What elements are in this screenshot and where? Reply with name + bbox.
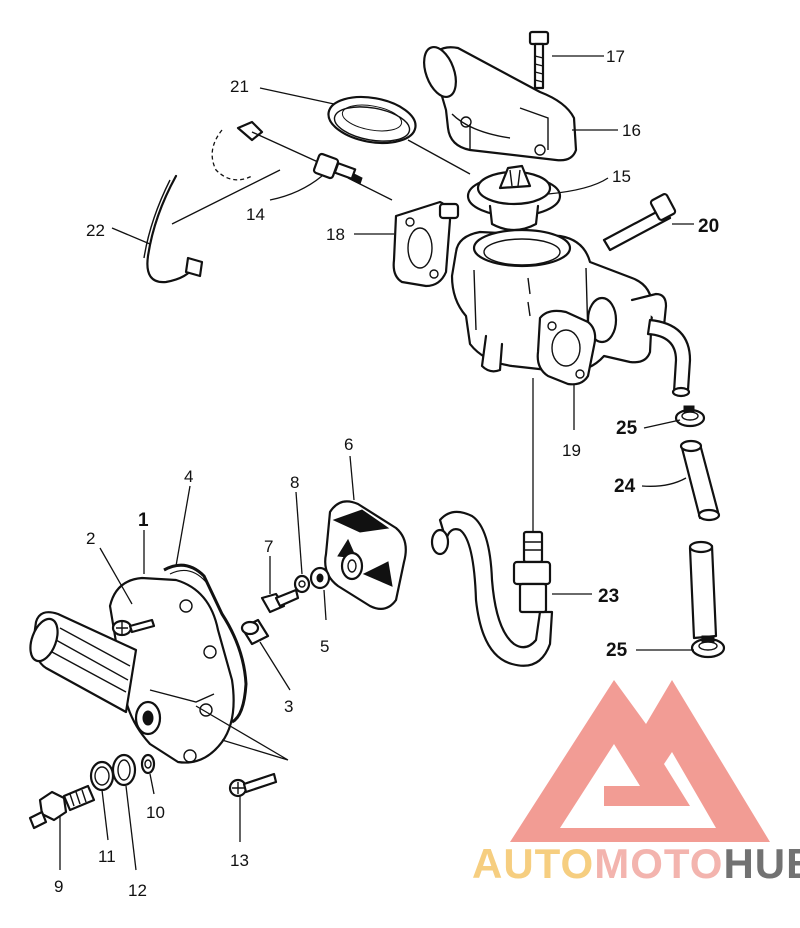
- callout-2: 2: [86, 529, 95, 548]
- callout-25-upper: 25: [616, 418, 638, 439]
- water-pump-housing: [29, 576, 235, 764]
- automotohub-watermark: AUTOMOTOHUB: [472, 680, 800, 887]
- housing-gasket: [327, 95, 417, 145]
- watermark-moto: MOTO: [594, 840, 723, 887]
- temperature-sender: [211, 120, 363, 185]
- pump-gasket: [163, 563, 248, 724]
- manifold-gasket: [392, 200, 460, 288]
- callout-24: 24: [614, 476, 636, 497]
- callout-11: 11: [98, 847, 116, 866]
- callout-22: 22: [86, 221, 105, 240]
- callout-1: 1: [138, 510, 149, 531]
- callout-4: 4: [184, 467, 193, 486]
- cover-screw: [195, 705, 289, 798]
- callout-16: 16: [622, 121, 641, 140]
- thermostat: [466, 164, 562, 232]
- callout-labels: 17 16 21 15 14 22 18 20 19 25 24 23 25 6…: [54, 47, 719, 900]
- watermark-hub: HUB: [723, 840, 800, 887]
- callout-19: 19: [562, 441, 581, 460]
- outlet-gasket: [536, 309, 597, 386]
- washer-5: [309, 566, 331, 590]
- callout-9: 9: [54, 877, 63, 896]
- callout-23: 23: [598, 586, 619, 607]
- watermark-auto: AUTO: [472, 840, 594, 887]
- bypass-pipe: [646, 318, 692, 398]
- spacer-sleeve: [240, 618, 270, 646]
- callout-25-lower: 25: [606, 640, 628, 661]
- hose-clamp-upper: [674, 405, 706, 428]
- callout-8: 8: [290, 473, 299, 492]
- thermostat-housing: [423, 46, 578, 162]
- housing-bolt: [528, 30, 550, 90]
- hose-clamp-lower: [690, 635, 726, 659]
- callout-17: 17: [606, 47, 625, 66]
- callout-13: 13: [230, 851, 249, 870]
- callout-3: 3: [284, 697, 293, 716]
- impeller: [324, 500, 407, 611]
- temperature-sensor: [430, 378, 554, 667]
- callout-5: 5: [320, 637, 329, 656]
- pump-screw: [111, 618, 156, 637]
- long-bolt: [602, 193, 677, 252]
- washer-10: [140, 753, 156, 775]
- wire-clip: [143, 169, 281, 284]
- watermark-triangle-mark: [510, 680, 770, 842]
- callout-14: 14: [246, 205, 265, 224]
- callout-21: 21: [230, 77, 249, 96]
- leader-lines: [59, 55, 694, 871]
- impeller-bolt: [260, 588, 300, 614]
- callout-7: 7: [264, 537, 273, 556]
- seal-12: [111, 753, 137, 787]
- water-manifold-body: [450, 228, 668, 374]
- callout-18: 18: [326, 225, 345, 244]
- washer-8: [293, 574, 311, 594]
- callout-12: 12: [128, 881, 147, 900]
- callout-10: 10: [146, 803, 165, 822]
- callout-20: 20: [698, 216, 719, 237]
- callout-15: 15: [612, 167, 631, 186]
- callout-6: 6: [344, 435, 353, 454]
- drain-plug: [28, 784, 96, 830]
- o-ring-11: [89, 760, 115, 792]
- bypass-hose: [679, 439, 721, 640]
- svg-text:AUTOMOTOHUB: AUTOMOTOHUB: [472, 840, 800, 887]
